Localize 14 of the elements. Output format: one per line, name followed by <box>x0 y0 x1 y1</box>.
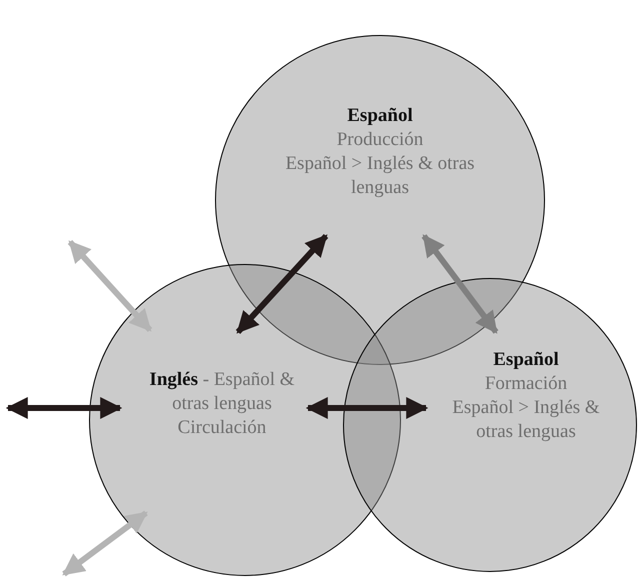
circle-text: Español > Inglés & otras lenguas <box>284 152 476 200</box>
double-arrow <box>68 240 152 332</box>
double-arrow <box>236 234 328 334</box>
circle-text: Inglés - Español & otras lenguas <box>148 368 296 416</box>
circle-heading: Español <box>346 104 414 128</box>
double-arrow <box>306 397 428 419</box>
circle-text: Español > Inglés & otras lenguas <box>451 396 601 444</box>
circle-text: Producción <box>336 128 424 152</box>
double-arrow <box>6 397 122 419</box>
circle-text: Circulación <box>176 416 268 440</box>
double-arrow <box>62 510 148 576</box>
circle-heading: Español <box>492 348 560 372</box>
double-arrow <box>422 234 498 334</box>
circle-text: Formación <box>484 372 568 396</box>
